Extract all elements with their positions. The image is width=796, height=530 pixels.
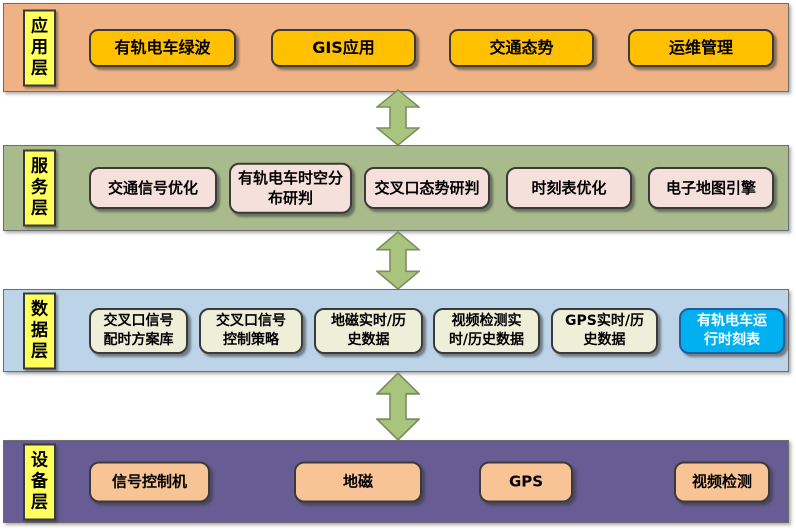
data-node-gps-data: GPS实时/历 史数据 (551, 307, 658, 354)
double-arrow-icon (376, 89, 420, 146)
service-node-timetable-optimization: 时刻表优化 (506, 167, 632, 209)
service-layer-band: 服务层 交通信号优化 有轨电车时空分 布研判 交叉口态势研判 时刻表优化 电子地… (3, 145, 789, 231)
data-node-geomagnetic-data: 地磁实时/历 史数据 (314, 307, 423, 354)
app-node-ops-management: 运维管理 (628, 28, 774, 67)
data-layer-band: 数据层 交叉口信号 配时方案库 交叉口信号 控制策略 地磁实时/历 史数据 视频… (3, 289, 789, 372)
layer-connector-1 (376, 89, 420, 146)
service-node-intersection-analysis: 交叉口态势研判 (364, 167, 490, 209)
layer-connector-2 (376, 231, 420, 290)
service-node-emap-engine: 电子地图引擎 (648, 167, 774, 209)
double-arrow-icon (376, 372, 420, 441)
device-layer-label: 设备层 (23, 443, 56, 520)
device-node-video-detection: 视频检测 (674, 461, 770, 502)
app-node-tram-greenwave: 有轨电车绿波 (89, 28, 236, 67)
data-node-signal-timing-library: 交叉口信号 配时方案库 (89, 307, 188, 354)
service-node-signal-optimization: 交通信号优化 (89, 167, 217, 209)
service-layer-label: 服务层 (23, 149, 56, 227)
app-node-traffic-state: 交通态势 (449, 28, 594, 67)
device-layer-band: 设备层 信号控制机 地磁 GPS 视频检测 (3, 440, 789, 523)
service-node-tram-spacetime: 有轨电车时空分 布研判 (229, 162, 352, 214)
data-node-video-detection-data: 视频检测实 时/历史数据 (433, 307, 540, 354)
device-node-gps: GPS (479, 461, 573, 502)
application-layer-label: 应用层 (23, 9, 56, 86)
device-node-geomagnetic: 地磁 (294, 461, 422, 502)
data-node-control-strategy: 交叉口信号 控制策略 (199, 307, 303, 354)
application-layer-band: 应用层 有轨电车绿波 GIS应用 交通态势 运维管理 (3, 3, 789, 92)
device-node-signal-controller: 信号控制机 (89, 461, 210, 502)
data-node-tram-timetable: 有轨电车运 行时刻表 (679, 307, 785, 354)
double-arrow-icon (376, 231, 420, 290)
app-node-gis: GIS应用 (271, 28, 416, 67)
data-layer-label: 数据层 (23, 292, 56, 369)
layer-connector-3 (376, 372, 420, 441)
